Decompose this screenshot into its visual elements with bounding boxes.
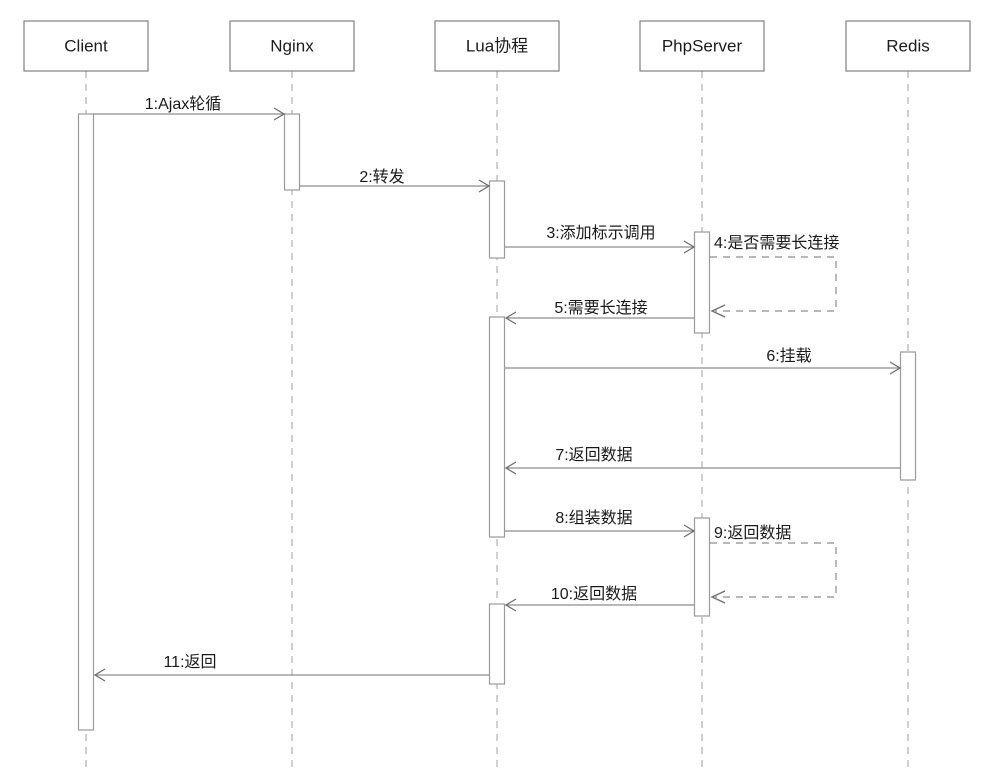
message-5[interactable]: 5:需要长连接 [504,299,694,325]
message-10-arrowhead [504,598,517,612]
actor-box-client-rect [23,20,149,72]
message-1[interactable]: 1:Ajax轮循 [93,95,286,121]
message-2-label: 2:转发 [359,168,404,186]
actor-label-client: Client [64,36,108,55]
activations-layer [77,113,917,731]
message-6-arrowhead [889,361,902,375]
actor-box-lua-rect [434,20,560,72]
activation-bar-client-1 [77,113,95,731]
message-10[interactable]: 10:返回数据 [504,585,694,612]
message-9-line [710,542,837,598]
message-9-arrowhead [710,590,726,604]
actor-box-nginx[interactable]: Nginx [229,20,355,72]
actor-box-nginx-rect [229,20,355,72]
message-8[interactable]: 8:组装数据 [505,509,696,538]
message-8-arrowhead [683,524,696,538]
actor-headers-layer: Client Nginx Lua协程 PhpServer Redis [23,20,971,72]
activation-bar-nginx-1 [283,113,301,191]
message-7[interactable]: 7:返回数据 [504,446,900,475]
message-2-arrowhead [478,179,491,193]
message-6-label: 6:挂载 [766,347,811,365]
message-10-label: 10:返回数据 [551,585,637,603]
actor-box-redis[interactable]: Redis [845,20,971,72]
actor-box-phpserver[interactable]: PhpServer [639,20,765,72]
message-6[interactable]: 6:挂载 [505,347,902,375]
messages-layer: 1:Ajax轮循 2:转发 3:添加标示调用 4:是否需要长连接 [93,95,902,682]
message-1-arrowhead [273,107,286,121]
actor-label-lua: Lua协程 [466,36,528,55]
message-5-label: 5:需要长连接 [554,299,647,317]
actor-label-phpserver: PhpServer [662,36,743,55]
activation-bar-redis-1 [899,351,917,481]
message-4-label: 4:是否需要长连接 [714,234,839,252]
message-4[interactable]: 4:是否需要长连接 [710,234,839,318]
message-2[interactable]: 2:转发 [300,168,491,193]
activation-bar-lua-3 [488,603,506,685]
actor-box-client[interactable]: Client [23,20,149,72]
actor-label-nginx: Nginx [270,36,314,55]
message-1-label: 1:Ajax轮循 [145,95,221,113]
actor-box-phpserver-rect [639,20,765,72]
activation-bar-phpserver-1 [693,231,711,334]
message-8-label: 8:组装数据 [555,509,632,527]
activation-bar-lua-2 [488,316,506,538]
message-9-label: 9:返回数据 [714,524,791,542]
message-3-arrowhead [683,240,696,254]
actor-label-redis: Redis [886,36,929,55]
message-4-arrowhead [710,304,726,318]
message-3[interactable]: 3:添加标示调用 [505,224,696,254]
message-4-line [710,256,837,312]
message-11-label: 11:返回 [163,653,216,671]
message-7-label: 7:返回数据 [555,446,632,464]
message-5-arrowhead [504,311,517,325]
message-11-arrowhead [93,668,106,682]
message-3-label: 3:添加标示调用 [546,224,655,242]
message-9[interactable]: 9:返回数据 [710,524,837,604]
actor-box-redis-rect [845,20,971,72]
actor-box-lua[interactable]: Lua协程 [434,20,560,72]
activation-bar-phpserver-2 [693,517,711,617]
activation-bar-lua-1 [488,180,506,259]
message-11[interactable]: 11:返回 [93,653,489,682]
message-7-arrowhead [504,461,517,475]
